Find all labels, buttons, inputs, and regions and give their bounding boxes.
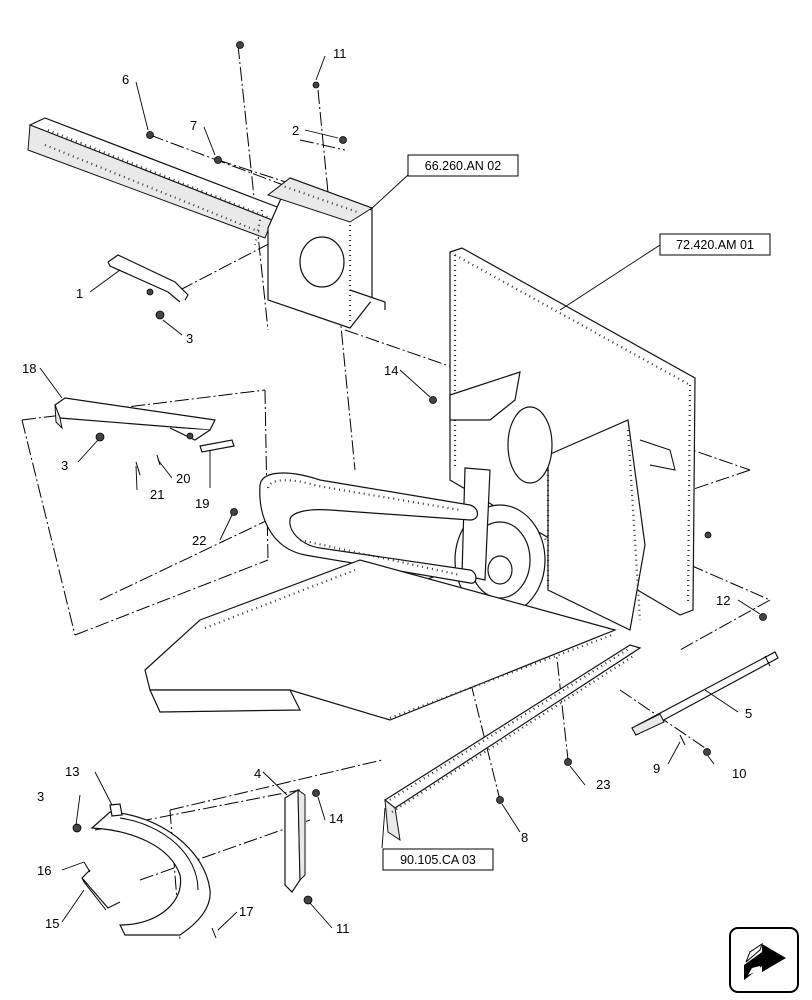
handle-part-15 [81, 869, 121, 911]
shield-part-13 [90, 803, 211, 936]
drive-belt [259, 472, 479, 584]
callout-9: 9 [653, 761, 660, 776]
callout-2: 2 [292, 123, 299, 138]
callout-4: 4 [254, 766, 261, 781]
reference-72-420[interactable]: 72.420.AM 01 [659, 233, 771, 256]
hardware-fasteners [72, 41, 767, 939]
bracket-part-1 [107, 254, 189, 303]
reference-66-260[interactable]: 66.260.AN 02 [407, 154, 519, 177]
callout-14: 14 [384, 363, 398, 378]
lower-side-rail [383, 644, 642, 842]
callout-21: 21 [150, 487, 164, 502]
bracket-part-4 [284, 788, 306, 893]
callout-20: 20 [176, 471, 190, 486]
callout-5: 5 [745, 706, 752, 721]
reference-66-260-label: 66.260.AN 02 [425, 159, 501, 173]
callout-3: 3 [61, 458, 68, 473]
callout-16: 16 [37, 863, 51, 878]
callout-7: 7 [190, 118, 197, 133]
callout-11: 11 [333, 46, 347, 61]
callout-10: 10 [732, 766, 746, 781]
top-support-beam [27, 117, 287, 239]
reference-90-105-label: 90.105.CA 03 [400, 853, 476, 867]
next-page-arrow-icon[interactable] [729, 927, 799, 993]
callout-13: 13 [65, 764, 79, 779]
callout-19: 19 [195, 496, 209, 511]
callout-8: 8 [521, 830, 528, 845]
callout-numbers: 1 2 3 3 3 4 5 6 7 8 9 10 11 11 12 13 14 … [22, 46, 752, 936]
callout-12: 12 [716, 593, 730, 608]
callout-18: 18 [22, 361, 36, 376]
gearbox-mount-plate [253, 177, 386, 329]
shaft-part-5 [631, 651, 779, 736]
callout-leaders [39, 55, 761, 931]
callout-17: 17 [239, 904, 253, 919]
reference-72-420-label: 72.420.AM 01 [676, 238, 754, 252]
callout-1: 1 [76, 286, 83, 301]
cover-part-18 [54, 397, 235, 453]
callout-22: 22 [192, 533, 206, 548]
reference-90-105[interactable]: 90.105.CA 03 [382, 848, 494, 871]
callout-14: 14 [329, 811, 343, 826]
callout-3: 3 [186, 331, 193, 346]
floor-pan [144, 559, 617, 721]
callout-23: 23 [596, 777, 610, 792]
callout-6: 6 [122, 72, 129, 87]
callout-11: 11 [336, 921, 350, 936]
callout-15: 15 [45, 916, 59, 931]
callout-3: 3 [37, 789, 44, 804]
